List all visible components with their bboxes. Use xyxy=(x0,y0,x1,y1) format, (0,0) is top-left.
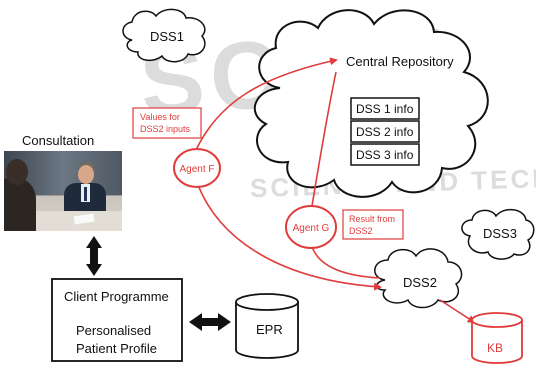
result-note-line1: Result from xyxy=(349,214,395,224)
dss-info-label-3: DSS 3 info xyxy=(356,148,414,162)
dss1-cloud xyxy=(122,8,206,63)
epr-database-icon xyxy=(235,293,299,359)
dss-info-box-3 xyxy=(350,143,420,166)
agent-g-label: Agent G xyxy=(293,223,330,234)
client-epr-arrow xyxy=(189,313,231,331)
client-programme-subtitle-1: Personalised xyxy=(76,323,151,338)
client-programme-box xyxy=(51,278,183,362)
result-note-box xyxy=(342,209,404,240)
dss-info-box-2 xyxy=(350,120,420,143)
dss3-label: DSS3 xyxy=(483,226,517,241)
result-note-line2: DSS2 xyxy=(349,226,373,236)
consultation-photo xyxy=(4,151,122,231)
dss3-cloud xyxy=(461,208,535,260)
dss2-to-kb-arrow xyxy=(439,299,476,324)
kb-database-icon xyxy=(471,312,523,364)
repository-to-agent-g-line xyxy=(311,71,337,207)
epr-label: EPR xyxy=(256,322,283,337)
dss-info-box-1 xyxy=(350,97,420,120)
central-repository-label: Central Repository xyxy=(346,54,454,69)
kb-label: KB xyxy=(487,341,503,355)
agent-f-to-dss2-line xyxy=(197,184,382,291)
agent-f-node xyxy=(173,148,221,188)
dss-info-label-2: DSS 2 info xyxy=(356,125,414,139)
consultation-label: Consultation xyxy=(22,133,94,148)
agent-g-to-dss2-line xyxy=(311,246,381,279)
agent-g-node xyxy=(285,205,337,249)
agent-f-label: Agent F xyxy=(179,164,214,175)
dss-info-label-1: DSS 1 info xyxy=(356,102,414,116)
dss2-label: DSS2 xyxy=(403,275,437,290)
values-note-line1: Values for xyxy=(140,112,180,122)
client-programme-title: Client Programme xyxy=(64,289,169,304)
dss1-label: DSS1 xyxy=(150,29,184,44)
agent-f-to-repository-line xyxy=(195,57,338,151)
values-note-box xyxy=(132,107,202,139)
dss2-cloud xyxy=(374,248,463,309)
values-note-line2: DSS2 inputs xyxy=(140,124,191,134)
consultation-client-arrow xyxy=(86,236,102,276)
client-programme-subtitle-2: Patient Profile xyxy=(76,341,157,356)
